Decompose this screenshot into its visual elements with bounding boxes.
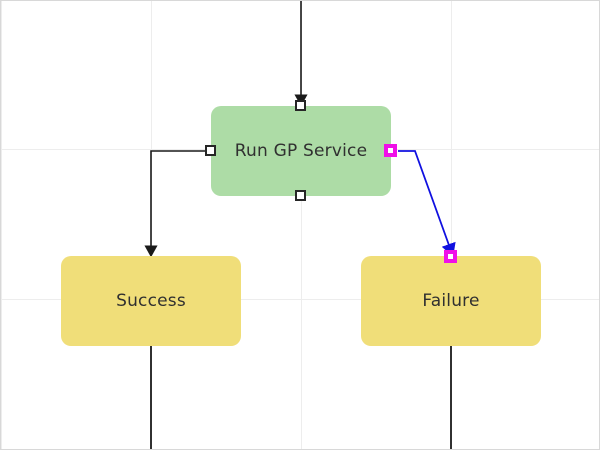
node-label-failure: Failure xyxy=(422,291,480,311)
port-run-gp-service-top[interactable] xyxy=(295,100,306,111)
port-run-gp-service-left[interactable] xyxy=(205,145,216,156)
node-failure[interactable]: Failure xyxy=(361,256,541,346)
node-label-success: Success xyxy=(116,291,186,311)
node-label-run-gp-service: Run GP Service xyxy=(234,141,368,161)
port-run-gp-service-right[interactable] xyxy=(384,144,397,157)
edge-to-failure[interactable] xyxy=(398,150,456,257)
node-run-gp-service[interactable]: Run GP Service xyxy=(211,106,391,196)
port-failure-top[interactable] xyxy=(444,250,457,263)
port-run-gp-service-bottom[interactable] xyxy=(295,190,306,201)
node-success[interactable]: Success xyxy=(61,256,241,346)
edge-to-success[interactable] xyxy=(144,150,207,258)
